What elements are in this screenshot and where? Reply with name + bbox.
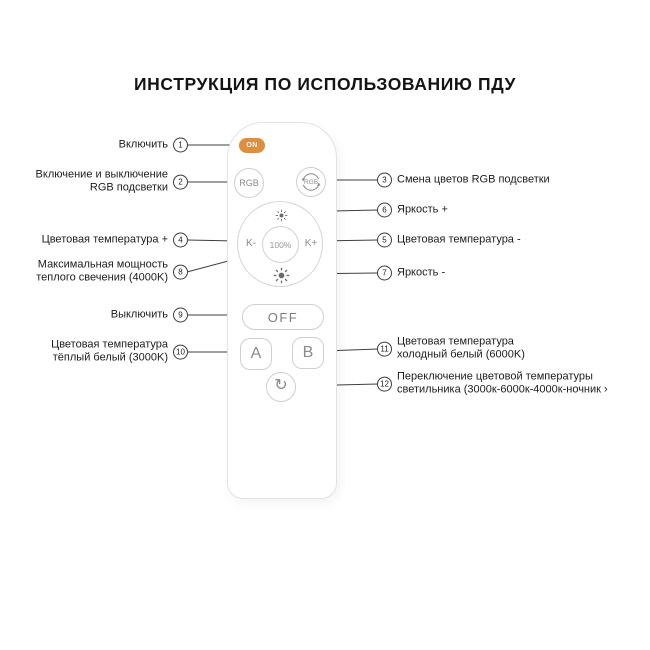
page-title: ИНСТРУКЦИЯ ПО ИСПОЛЬЗОВАНИЮ ПДУ (134, 74, 516, 94)
callout-number: 12 (377, 376, 392, 392)
b-button: B (292, 337, 324, 369)
mode-cycle-button: ↻ (266, 372, 296, 402)
callout-10: Цветовая температура тёплый белый (3000K… (20, 339, 188, 366)
callout-8: Максимальная мощность теплого свечения (… (13, 259, 188, 286)
callout-9: Выключить 9 (110, 307, 188, 323)
control-pad: K- 100% K+ (237, 201, 323, 287)
callout-5: 5 Цветовая температура - (377, 232, 521, 248)
callout-text: Смена цветов RGB подсветки (397, 173, 550, 186)
callout-number: 10 (173, 344, 188, 360)
on-button: ON (239, 138, 265, 153)
callout-number: 11 (377, 341, 392, 357)
refresh-icon: ↻ (274, 377, 288, 394)
callout-11: 11 Цветовая температура холодный белый (… (377, 336, 559, 363)
callout-text: Переключение цветовой температуры светил… (397, 370, 608, 396)
callout-7: 7 Яркость - (377, 265, 446, 281)
callout-number: 2 (173, 174, 188, 190)
callout-text: Цветовая температура + (41, 233, 168, 246)
callout-1: Включить 1 (118, 137, 188, 153)
callout-2: Включение и выключение RGB подсветки 2 (16, 169, 188, 196)
callout-3: 3 Смена цветов RGB подсветки (377, 172, 550, 188)
callout-4: Цветовая температура + 4 (41, 232, 188, 248)
k-minus-button: K- (246, 238, 256, 249)
callout-text: Включение и выключение RGB подсветки (35, 168, 168, 194)
off-button: OFF (242, 304, 324, 330)
callout-number: 4 (173, 232, 188, 248)
k-plus-button: K+ (304, 238, 318, 249)
callout-6: 6 Яркость + (377, 202, 448, 218)
rgb-cycle-label: RGB (303, 178, 319, 186)
callout-number: 1 (173, 137, 188, 153)
circular-arrows-icon (301, 173, 321, 191)
callout-text: Яркость - (397, 266, 446, 279)
max-warm-button: 100% (262, 226, 299, 263)
callout-text: Выключить (110, 308, 168, 321)
callout-number: 7 (377, 265, 392, 281)
callout-12: 12 Переключение цветовой температуры све… (377, 371, 629, 398)
brightness-minus-icon (273, 267, 290, 284)
callout-text: Включить (118, 138, 168, 151)
callout-text: Цветовая температура - (397, 233, 521, 246)
rgb-cycle-button: RGB (296, 167, 326, 197)
callout-text: Максимальная мощность теплого свечения (… (36, 258, 168, 284)
callout-text: Яркость + (397, 203, 448, 216)
callout-number: 3 (377, 172, 392, 188)
callout-number: 5 (377, 232, 392, 248)
callout-text: Цветовая температура тёплый белый (3000K… (51, 338, 168, 364)
rgb-button: RGB (234, 168, 264, 198)
remote-body: ON RGB RGB (227, 122, 337, 499)
callout-number: 6 (377, 202, 392, 218)
a-button: A (240, 338, 272, 370)
brightness-plus-icon (275, 209, 288, 222)
callout-number: 9 (173, 307, 188, 323)
callout-text: Цветовая температура холодный белый (600… (397, 335, 525, 361)
callout-number: 8 (173, 264, 188, 280)
